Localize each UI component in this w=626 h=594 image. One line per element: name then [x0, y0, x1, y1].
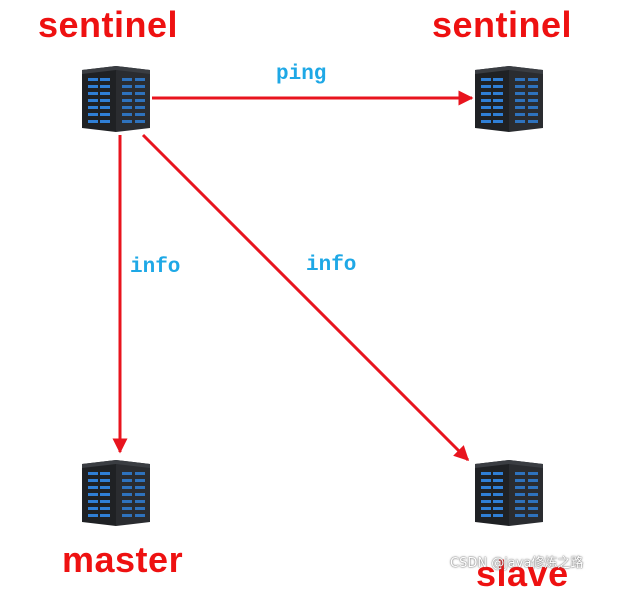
diagram-canvas [112, 90, 474, 462]
node-label-master: master [62, 539, 184, 580]
watermark: CSDN @java修炼之路 [450, 556, 584, 571]
edge-label-ping: ping [276, 63, 327, 86]
server-slave-icon [471, 456, 547, 528]
server-master-icon [78, 456, 154, 528]
edge-label-info-slave: info [306, 254, 357, 277]
server-sentinel-b-icon [471, 62, 547, 134]
node-label-sentinel-b: sentinel [432, 4, 573, 45]
node-label-sentinel-a: sentinel [38, 4, 179, 45]
edge-label-info-master: info [130, 256, 181, 279]
server-sentinel-a-icon [78, 62, 154, 134]
arrow-info-slave [141, 133, 470, 462]
